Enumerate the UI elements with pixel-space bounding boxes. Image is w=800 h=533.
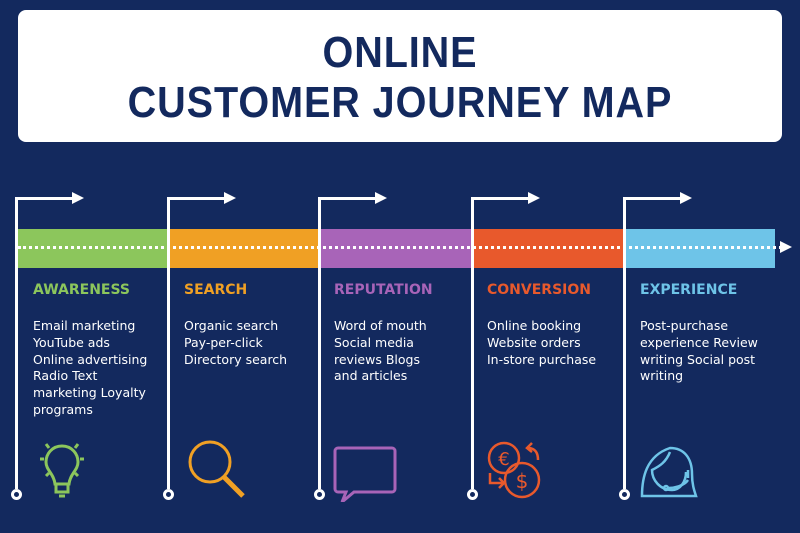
stage-item: and articles [334,368,408,384]
stage-arrow-line [318,197,376,200]
arrow-right-icon [680,192,692,204]
stage-line [471,197,474,489]
arrow-right-icon [528,192,540,204]
stage-item: In-store purchase [487,351,597,367]
arrow-right-icon [375,192,387,204]
stage-item: Radio Text [33,368,98,384]
timeline-arrow-icon [780,241,792,253]
title-line-1: ONLINE [322,28,478,77]
stage-experience: EXPERIENCE Post-purchase experience Revi… [640,282,780,385]
lightbulb-icon [40,443,84,498]
stage-line [623,197,626,489]
stage-node [619,489,630,500]
stage-item: reviews Blogs [334,351,420,367]
currency-exchange-icon: € $ [487,441,541,499]
stage-item: marketing Loyalty [33,385,146,401]
stage-item: YouTube ads [33,334,110,350]
support-agent-icon [640,446,698,498]
stage-heading: AWARENESS [33,282,131,298]
magnifier-icon [188,440,245,498]
stage-items: Email marketing YouTube ads Online adver… [33,318,173,419]
stage-line [167,197,170,489]
title-box: ONLINE CUSTOMER JOURNEY MAP [18,10,782,142]
stage-arrow-line [623,197,681,200]
title-line-2: CUSTOMER JOURNEY MAP [127,78,673,127]
stage-item: Social media [334,334,414,350]
stage-item: Organic search [184,318,279,333]
stage-search: SEARCH Organic search Pay-per-click Dire… [184,282,324,368]
svg-text:$: $ [516,469,529,493]
speech-bubble-icon [333,446,397,502]
stage-item: writing [640,368,684,384]
stage-heading: SEARCH [184,282,248,298]
stage-line [15,197,18,489]
stage-heading: REPUTATION [334,282,433,298]
stage-reputation: REPUTATION Word of mouth Social media re… [334,282,474,385]
arrow-right-icon [224,192,236,204]
stage-item: writing Social post [640,351,756,367]
stage-heading: EXPERIENCE [640,282,738,298]
stage-arrow-line [15,197,73,200]
arrow-right-icon [72,192,84,204]
stage-item: Post-purchase [640,318,729,333]
stage-arrow-line [471,197,529,200]
stage-node [314,489,325,500]
stage-node [467,489,478,500]
stage-awareness: AWARENESS Email marketing YouTube ads On… [33,282,173,419]
stage-item: Online advertising [33,351,148,367]
stage-node [163,489,174,500]
stage-conversion: CONVERSION Online booking Website orders… [487,282,627,368]
stage-node [11,489,22,500]
stage-item: Online booking [487,318,582,333]
stage-heading: CONVERSION [487,282,591,298]
stage-item: Pay-per-click [184,334,263,350]
stage-item: experience Review [640,334,758,350]
stage-item: Website orders [487,334,581,350]
stage-item: Directory search [184,351,288,367]
stage-item: Email marketing [33,318,136,333]
timeline-dotted-line [18,246,782,249]
stage-line [318,197,321,489]
stage-item: Word of mouth [334,318,427,333]
svg-text:€: € [498,449,509,470]
stage-item: programs [33,401,93,417]
stage-arrow-line [167,197,225,200]
